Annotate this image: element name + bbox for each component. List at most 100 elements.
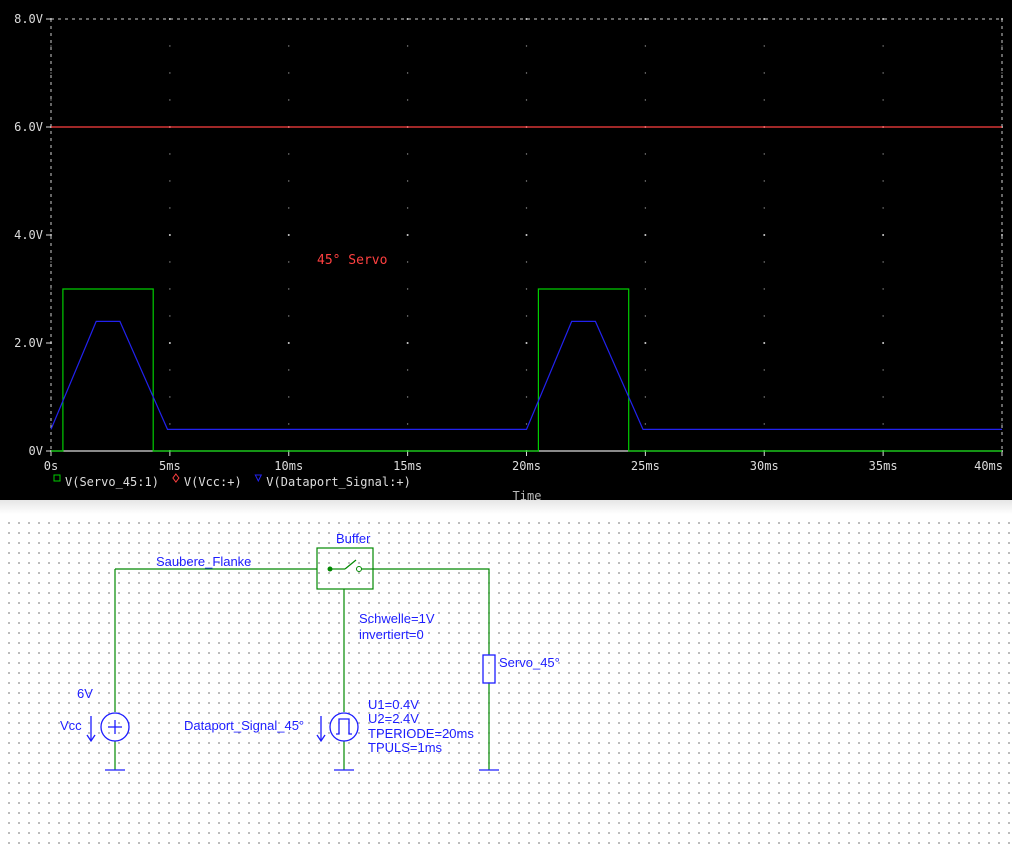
y-tick-label: 4.0V — [14, 228, 43, 242]
grid-dot — [406, 342, 409, 344]
grid-dot — [287, 342, 290, 344]
grid-dot — [882, 423, 884, 425]
grid-dot — [882, 315, 884, 317]
grid-dot — [169, 72, 171, 74]
grid-dot — [50, 261, 52, 263]
series-line-2 — [50, 320, 1002, 430]
grid-dot — [763, 180, 765, 182]
grid-dot — [288, 261, 290, 263]
grid-dot — [882, 45, 884, 47]
grid-dot — [169, 99, 171, 101]
grid-dot — [763, 72, 765, 74]
grid-dot — [288, 180, 290, 182]
grid-dot — [288, 369, 290, 371]
grid-dot — [644, 369, 647, 371]
grid-dot — [50, 99, 52, 101]
grid-dot — [644, 288, 647, 290]
x-tick-label: 15ms — [393, 459, 422, 473]
grid-dot — [169, 261, 171, 263]
wire-servo — [373, 568, 490, 655]
grid-dot — [288, 315, 290, 317]
buffer-param-inverted: invertiert=0 — [359, 627, 424, 642]
x-tick-label: 5ms — [159, 459, 181, 473]
y-tick-label: 6.0V — [14, 120, 43, 134]
pulse-name-label: Dataport_Signal_45° — [184, 718, 304, 733]
y-tick-label: 8.0V — [14, 12, 43, 26]
grid-dot — [169, 180, 171, 182]
grid-dot — [763, 207, 765, 209]
grid-dot — [406, 207, 409, 209]
vcc-arrow-icon — [86, 716, 96, 743]
grid-dot — [525, 72, 528, 74]
grid-dot — [525, 207, 528, 209]
grid-dot — [525, 234, 528, 236]
grid-dot — [406, 315, 409, 317]
buffer-switch[interactable] — [316, 547, 374, 590]
grid-dot — [525, 153, 528, 155]
grid-dot — [882, 396, 884, 398]
grid-dot — [644, 261, 647, 263]
grid-dot — [525, 396, 528, 398]
plot-legend: V(Servo_45:1)V(Vcc:+)V(Dataport_Signal:+… — [53, 473, 411, 489]
grid-dot — [763, 396, 765, 398]
grid-dot — [763, 288, 765, 290]
grid-dot — [169, 396, 171, 398]
grid-dot — [169, 207, 171, 209]
legend-marker-diamond — [172, 473, 180, 483]
grid-dot — [169, 315, 171, 317]
plot-annotation: 45° Servo — [317, 253, 387, 268]
panel-separator — [0, 500, 1012, 514]
grid-dot — [406, 261, 409, 263]
grid-dot — [882, 180, 884, 182]
grid-dot — [406, 234, 409, 236]
grid-dot — [288, 153, 290, 155]
pulse-param-u2: U2=2.4V — [368, 711, 419, 726]
legend-marker-triangle — [254, 474, 263, 483]
buffer-label: Buffer — [336, 531, 371, 546]
grid-dot — [169, 153, 171, 155]
servo-load-resistor[interactable] — [482, 654, 496, 684]
grid-dot — [406, 153, 409, 155]
vcc-name-label: Vcc — [60, 718, 82, 733]
schematic-canvas[interactable]: Saubere_Flanke Buffer Schwelle=1V invert… — [0, 514, 1012, 848]
x-tick-label: 40ms — [974, 459, 1003, 473]
grid-dot — [644, 342, 647, 344]
grid-dot — [763, 99, 765, 101]
grid-dot — [1001, 72, 1003, 74]
grid-dot — [406, 369, 409, 371]
grid-dot — [169, 288, 171, 290]
legend-marker-square — [53, 474, 61, 482]
grid-dot — [288, 99, 290, 101]
grid-dot — [644, 315, 647, 317]
grid-dot — [763, 342, 766, 344]
grid-dot — [882, 207, 884, 209]
grid-dot — [763, 423, 765, 425]
x-tick-label: 20ms — [512, 459, 541, 473]
pulse-param-u1: U1=0.4V — [368, 697, 419, 712]
grid-dot — [763, 234, 766, 236]
legend-entry-2: V(Dataport_Signal:+) — [266, 475, 411, 489]
x-axis-label: Time — [513, 489, 542, 500]
grid-dot — [882, 99, 884, 101]
grid-dot — [50, 45, 52, 47]
grid-dot — [882, 288, 884, 290]
grid-dot — [882, 72, 884, 74]
x-tick-label: 30ms — [750, 459, 779, 473]
grid-dot — [168, 234, 171, 236]
y-tick-label: 0V — [29, 444, 43, 458]
vcc-source-symbol[interactable] — [100, 712, 130, 742]
x-tick-label: 35ms — [869, 459, 898, 473]
load-name-label: Servo_45° — [499, 655, 560, 670]
buffer-param-threshold: Schwelle=1V — [359, 611, 435, 626]
grid-dot — [763, 261, 765, 263]
pulse-source-symbol[interactable] — [329, 712, 359, 742]
x-tick-label: 25ms — [631, 459, 660, 473]
grid-dot — [1001, 234, 1003, 236]
grid-dot — [288, 207, 290, 209]
grid-dot — [763, 45, 765, 47]
schematic-wires — [114, 568, 490, 770]
series-line-0 — [51, 288, 1002, 452]
pulse-param-width: TPULS=1ms — [368, 740, 443, 755]
grid-dot — [644, 18, 647, 20]
